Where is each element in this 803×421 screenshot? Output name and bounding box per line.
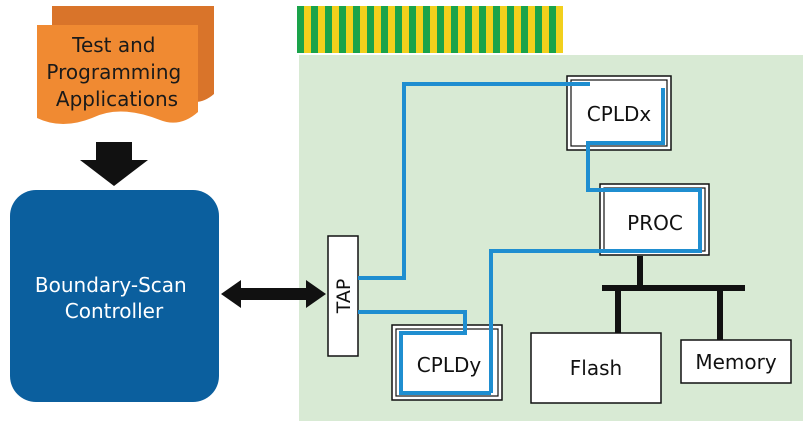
connector-pin [297, 6, 304, 53]
connector-pin [332, 6, 339, 53]
connector-pin [444, 6, 451, 53]
connector-pin [416, 6, 423, 53]
connector-pin [423, 6, 430, 53]
proc-label: PROC [627, 211, 683, 235]
cpldy-label: CPLDy [417, 353, 482, 377]
tap-box [327, 235, 359, 357]
connector-pin [521, 6, 528, 53]
applications-label: Test and Programming Applications [46, 33, 187, 111]
cpldx-label: CPLDx [587, 102, 652, 126]
connector-pin [402, 6, 409, 53]
connector-pin [479, 6, 486, 53]
connector-pin [374, 6, 381, 53]
scan-chain [358, 82, 702, 395]
connector-pin [528, 6, 535, 53]
boundary-scan-controller [10, 190, 219, 402]
connector-pin [458, 6, 465, 53]
connector-pin [311, 6, 318, 53]
tap-label: TAP [333, 279, 355, 315]
down-arrow-icon [80, 142, 148, 186]
connector-pin [486, 6, 493, 53]
chain-cpldy-to-tap [358, 310, 491, 395]
connector-pin [388, 6, 395, 53]
flash-label: Flash [570, 356, 622, 380]
connector-pin [367, 6, 374, 53]
connector-pin [556, 6, 563, 53]
connector-pin [451, 6, 458, 53]
connector-pin [430, 6, 437, 53]
proc-chip [603, 187, 706, 252]
memory-label: Memory [695, 350, 777, 374]
connector-pin [514, 6, 521, 53]
flash-chip [530, 332, 662, 404]
chain-cpldx-to-proc [489, 88, 702, 393]
connector-pin [339, 6, 346, 53]
cpldx-chip [570, 79, 668, 147]
connector-pin [472, 6, 479, 53]
connector-pin [535, 6, 542, 53]
connector-pin [346, 6, 353, 53]
connector-pin [318, 6, 325, 53]
connector-pin [437, 6, 444, 53]
cpldy-chip [395, 328, 499, 397]
connector-pin [360, 6, 367, 53]
controller-label: Boundary-Scan Controller [35, 273, 193, 323]
connector-pin [353, 6, 360, 53]
chain-tap-to-cpldx [358, 82, 590, 280]
double-arrow-icon [221, 280, 326, 308]
connector-pin [549, 6, 556, 53]
connector-pin [381, 6, 388, 53]
connector-pin [493, 6, 500, 53]
connector-pin [395, 6, 402, 53]
connector-pin [507, 6, 514, 53]
applications-doc-icon [37, 6, 214, 124]
connector-pin [325, 6, 332, 53]
connector-pin [500, 6, 507, 53]
connector-pin [542, 6, 549, 53]
connector-pin [304, 6, 311, 53]
memory-bus [602, 256, 745, 340]
memory-chip [680, 339, 792, 384]
edge-connector [297, 6, 563, 53]
connector-pin [465, 6, 472, 53]
connector-pin [409, 6, 416, 53]
